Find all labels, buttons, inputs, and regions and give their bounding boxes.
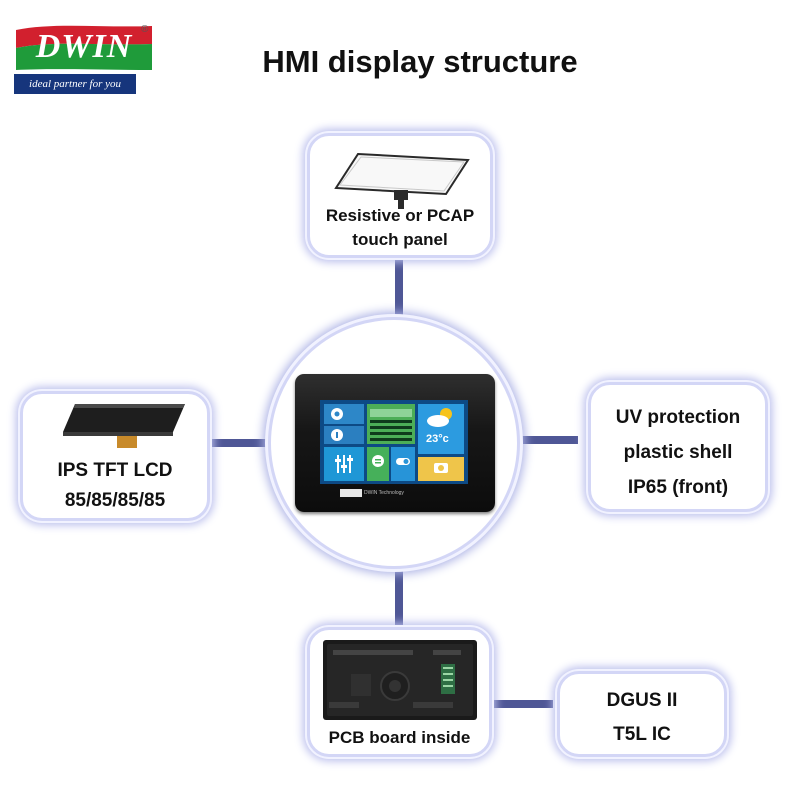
- dwin-logo: DWIN ® ideal partner for you: [14, 24, 154, 94]
- touch-panel-label-line1: Resistive or PCAP: [325, 206, 475, 225]
- hmi-tile-photo: [418, 457, 464, 481]
- ic-label-line2: T5L IC: [613, 724, 671, 745]
- lcd-label-line2: 85/85/85/85: [64, 490, 166, 511]
- connector-left: [210, 439, 268, 447]
- connector-top: [395, 258, 403, 320]
- touch-panel-label-line2: touch panel: [352, 230, 448, 249]
- ic-label-line1: DGUS II: [606, 690, 678, 711]
- lcd-box: IPS TFT LCD 85/85/85/85: [20, 391, 210, 521]
- hmi-tile-weather: 23°c: [418, 404, 464, 454]
- page-title: HMI display structure: [262, 44, 578, 79]
- logo-registered-mark: ®: [141, 24, 149, 35]
- logo-flag-icon: [16, 25, 152, 70]
- shell-label-line2: plastic shell: [623, 442, 733, 463]
- hmi-tile-keyboard: [367, 404, 415, 444]
- lcd-panel-icon: [63, 404, 185, 448]
- hmi-tile-sliders: [324, 447, 364, 481]
- keyboard-icon: [370, 409, 412, 441]
- hmi-screen: 23°c: [320, 400, 468, 484]
- hmi-tile-settings: [324, 404, 364, 424]
- pcb-label: PCB board inside: [328, 728, 471, 747]
- logo-wordmark: DWIN: [35, 28, 133, 65]
- shell-label-line3: IP65 (front): [627, 477, 729, 498]
- lcd-label-line1: IPS TFT LCD: [57, 460, 173, 481]
- weather-cloud-sun-icon: [427, 408, 452, 427]
- connector-right: [520, 436, 578, 444]
- touch-panel-box: Resistive or PCAP touch panel: [307, 133, 493, 258]
- hmi-brand-text: DWIN Technology: [364, 490, 404, 496]
- hmi-brand-logo: [340, 489, 362, 497]
- hmi-tile-menu: [367, 447, 389, 481]
- connector-bottom: [395, 568, 403, 630]
- menu-icon: [372, 455, 384, 467]
- shell-label-line1: UV protection: [615, 407, 741, 428]
- pcb-box: PCB board inside: [307, 627, 492, 757]
- photo-icon: [434, 463, 448, 473]
- connector-pcb-ic: [493, 700, 553, 708]
- toggle-icon: [396, 458, 410, 465]
- info-icon: [331, 429, 343, 441]
- hmi-tile-toggle: [391, 447, 415, 481]
- pcb-board-icon: [323, 640, 477, 720]
- shell-box: UV protection plastic shell IP65 (front): [588, 382, 768, 512]
- hmi-tile-info: [324, 426, 364, 444]
- sliders-icon: [335, 455, 353, 473]
- gear-icon: [331, 408, 343, 420]
- hmi-temperature: 23°c: [426, 433, 449, 445]
- touch-panel-icon: [334, 152, 470, 209]
- ic-box: DGUS II T5L IC: [557, 671, 727, 757]
- logo-tagline: ideal partner for you: [14, 74, 136, 94]
